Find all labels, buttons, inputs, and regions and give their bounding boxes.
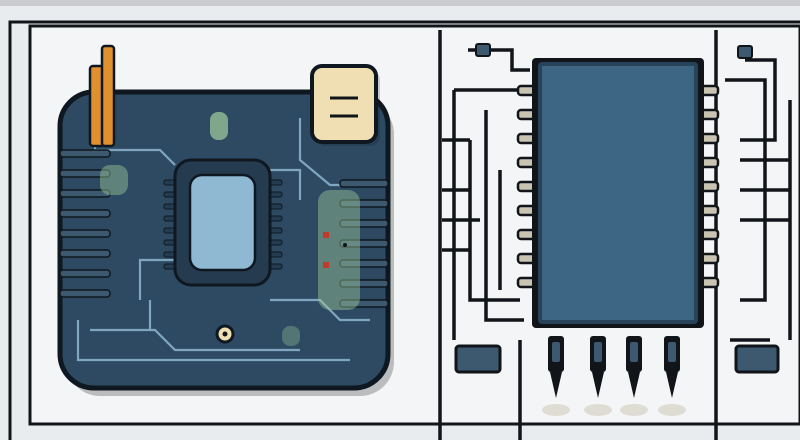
- ic-leg-smoke: [658, 404, 686, 416]
- mounting-hole-center: [222, 331, 228, 337]
- red-dot: [323, 262, 329, 268]
- board-edge-pin: [59, 149, 111, 158]
- ic-leg-highlight: [630, 342, 638, 362]
- ic-leg-highlight: [594, 342, 602, 362]
- ic-bottom-legs: [542, 336, 686, 416]
- board-edge-pin: [59, 249, 111, 258]
- ic-leg-tip: [592, 372, 604, 398]
- board-edge-pin: [339, 299, 389, 308]
- center-chip-die: [188, 173, 257, 272]
- board-edge-pin: [339, 199, 389, 208]
- board-right-pins: [339, 179, 389, 308]
- board-edge-pin: [59, 289, 111, 298]
- board-edge-pin: [339, 239, 389, 248]
- ic-body: [538, 62, 698, 324]
- board-edge-pin: [339, 259, 389, 268]
- top-band: [0, 0, 800, 6]
- ic-package-group: [438, 30, 792, 440]
- board-edge-pin: [339, 179, 389, 188]
- center-chip: [163, 158, 283, 287]
- ic-leg-smoke: [584, 404, 612, 416]
- header-pin: [100, 44, 116, 148]
- left-glow: [100, 165, 128, 195]
- board-edge-pin: [59, 209, 111, 218]
- module-board-group: [57, 44, 394, 396]
- dot: [343, 243, 347, 247]
- ic-leg-tip: [550, 372, 562, 398]
- board-left-pins: [59, 149, 111, 298]
- bottom-glow: [282, 326, 300, 346]
- ic-leg-highlight: [668, 342, 676, 362]
- ic-leg-smoke: [542, 404, 570, 416]
- ic-leg-smoke: [620, 404, 648, 416]
- ic-leg-tip: [628, 372, 640, 398]
- led-glow: [210, 112, 228, 140]
- board-edge-pin: [339, 219, 389, 228]
- ic-leg-tip: [666, 372, 678, 398]
- board-edge-pin: [59, 189, 111, 198]
- board-edge-pin: [59, 229, 111, 238]
- board-edge-pin: [59, 169, 111, 178]
- smd-component: [737, 45, 753, 59]
- board-edge-pin: [59, 269, 111, 278]
- connector: [310, 64, 378, 144]
- outer-frame-line: [8, 20, 800, 440]
- right-glow: [318, 190, 360, 310]
- smd-component: [475, 43, 491, 57]
- bottom-pad-right: [734, 344, 780, 374]
- red-dot: [323, 232, 329, 238]
- ic-leg-highlight: [552, 342, 560, 362]
- board-edge-pin: [339, 279, 389, 288]
- bottom-pad-left: [454, 344, 502, 374]
